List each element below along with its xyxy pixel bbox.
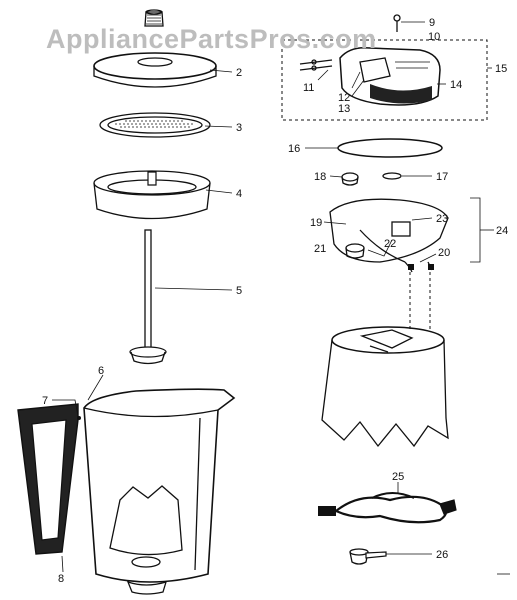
callout-8: 8: [58, 573, 64, 585]
callout-14: 14: [450, 79, 462, 91]
callout-24: 24: [496, 225, 508, 237]
wire-leads: [409, 272, 431, 330]
part-2-lid: [93, 52, 217, 88]
part-6-jar: [83, 388, 236, 595]
callout-7: 7: [42, 395, 48, 407]
assembly-box-15: [281, 39, 488, 121]
callout-numbers: 2 3 4 5 6 7 8 9 10 11 12 13 14 15 16 17 …: [42, 17, 508, 585]
callout-18: 18: [314, 171, 326, 183]
part-5-shaft: [129, 229, 167, 365]
callout-6: 6: [98, 365, 104, 377]
leader-lines: [52, 21, 494, 573]
callout-2: 2: [236, 67, 242, 79]
part-21-capacitor: [345, 243, 365, 259]
part-4-basket: [93, 170, 211, 220]
part-8-handle: [17, 403, 81, 555]
callout-11: 11: [303, 82, 314, 94]
callout-19: 19: [310, 217, 322, 229]
callout-4: 4: [236, 188, 242, 200]
part-14-motor-cover: [339, 46, 441, 106]
part-24-wiring-assembly: [329, 198, 449, 273]
watermark-text: AppliancePartsPros.com: [46, 24, 377, 54]
callout-23: 23: [436, 213, 448, 225]
part-9-screw: [393, 14, 401, 32]
part-18-coupling: [341, 172, 359, 186]
part-25-power-cord: [318, 492, 457, 524]
part-base-housing: [321, 326, 449, 448]
callout-12: 12: [338, 92, 350, 104]
callout-17: 17: [436, 171, 448, 183]
callout-26: 26: [436, 549, 448, 561]
callout-13: 13: [338, 103, 350, 115]
bracket-24: [470, 197, 481, 263]
callout-22: 22: [384, 238, 396, 250]
callout-5: 5: [236, 285, 242, 297]
part-1-nut: [144, 9, 164, 27]
part-16-gasket: [337, 138, 443, 158]
callout-20: 20: [438, 247, 450, 259]
callout-25: 25: [392, 471, 404, 483]
callout-15: 15: [495, 63, 507, 75]
part-17-washer: [382, 172, 402, 180]
part-26-scoop: [349, 548, 387, 565]
callout-3: 3: [236, 122, 242, 134]
part-11-pins: [299, 59, 333, 71]
callout-16: 16: [288, 143, 300, 155]
part-3-filter-disc: [99, 112, 211, 138]
callout-10: 10: [428, 31, 440, 43]
callout-21: 21: [314, 243, 326, 255]
callout-9: 9: [429, 17, 435, 29]
